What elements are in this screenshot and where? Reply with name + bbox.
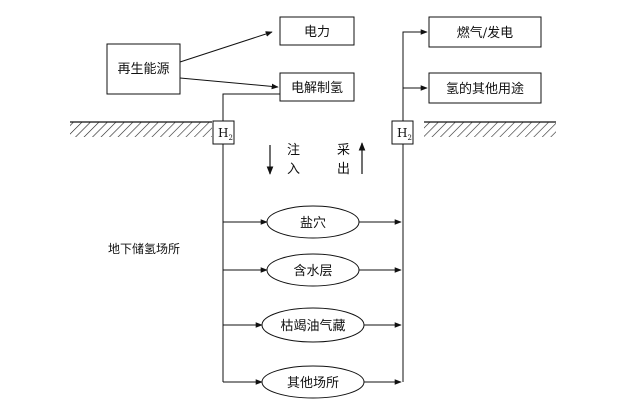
extract-char-2: 出 <box>337 162 350 177</box>
top-connectors <box>179 29 428 121</box>
renewable-to-electrolysis-arrow <box>179 77 279 90</box>
renewable-energy-box <box>106 43 181 95</box>
site-depleted-reservoir: 枯竭油气藏 <box>223 307 402 343</box>
storage-site-label: 地下储氢场所 <box>108 241 180 256</box>
inject-char-2: 入 <box>287 162 300 177</box>
site-salt-cavern-label: 盐穴 <box>300 216 326 231</box>
h2-left-label: H2 <box>218 126 233 142</box>
site-salt-cavern: 盐穴 <box>223 205 402 239</box>
power-box <box>279 16 355 46</box>
fuel-gas-label: 燃气/发电 <box>457 25 513 41</box>
extract-char-1: 采 <box>337 143 350 158</box>
other-uses-box <box>428 72 542 104</box>
electrolysis-label: 电解制氢 <box>291 81 343 96</box>
well-to-fuel-gas-arrow <box>402 29 428 121</box>
ground-right <box>424 121 556 137</box>
renewable-to-power-arrow <box>179 31 273 63</box>
site-other: 其他场所 <box>223 365 402 399</box>
electrolysis-to-well-line <box>222 93 280 121</box>
ground-left <box>70 121 212 137</box>
fuel-gas-box <box>428 16 542 48</box>
site-aquifer-label: 含水层 <box>293 263 332 279</box>
renewable-energy-label: 再生能源 <box>117 62 169 77</box>
power-label: 电力 <box>304 25 330 40</box>
site-depleted-reservoir-label: 枯竭油气藏 <box>280 318 345 334</box>
other-uses-label: 氢的其他用途 <box>446 81 524 97</box>
inject-char-1: 注 <box>287 143 300 158</box>
h2-right-label: H2 <box>397 126 412 142</box>
site-other-label: 其他场所 <box>287 376 339 391</box>
site-aquifer: 含水层 <box>223 253 402 287</box>
electrolysis-box <box>279 72 355 102</box>
